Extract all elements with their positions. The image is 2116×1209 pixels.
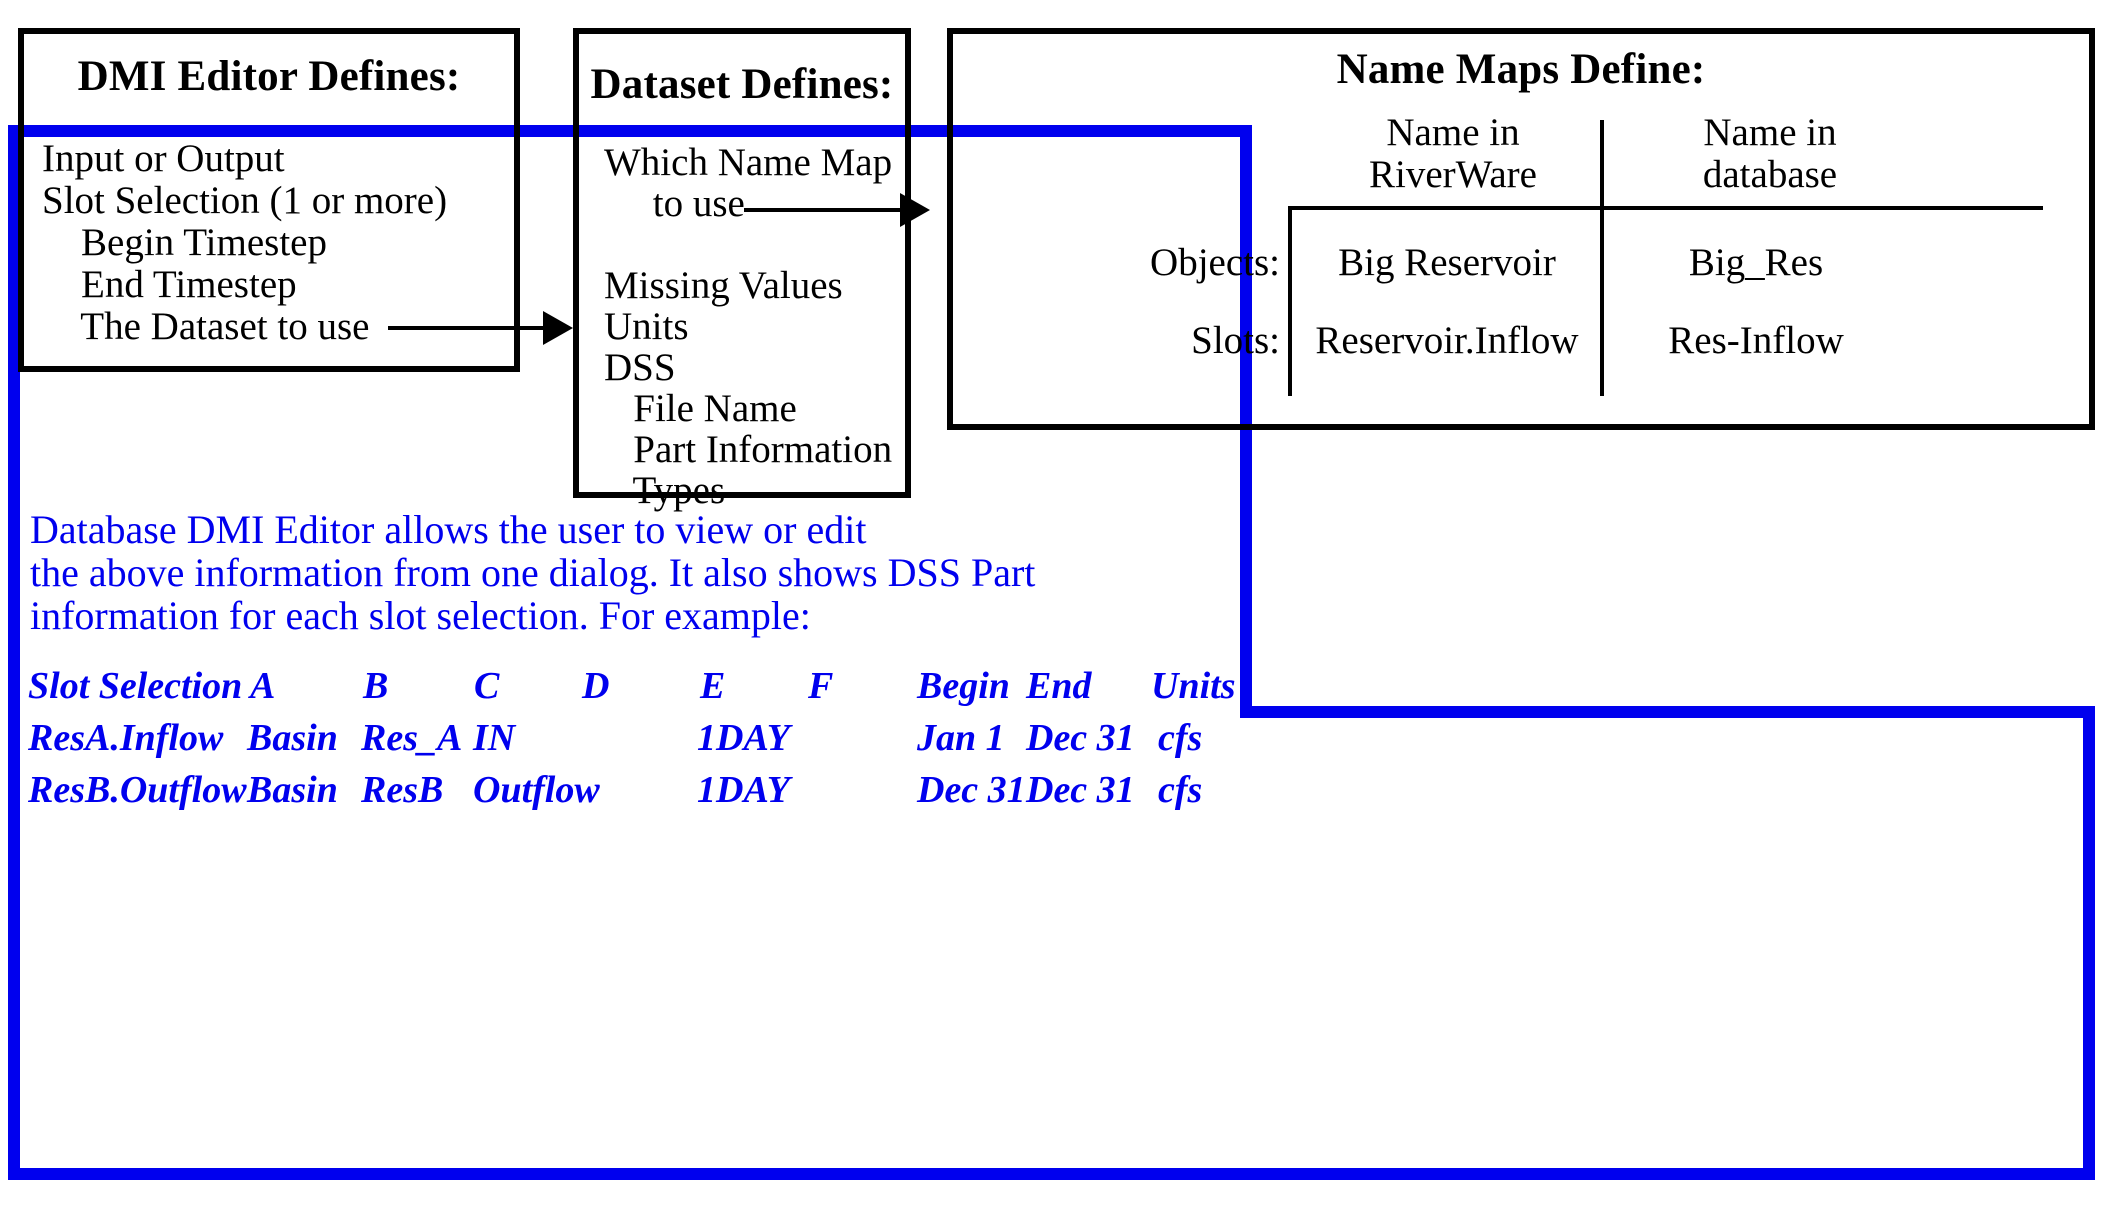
example-header-slot-selection: Slot Selection [28, 665, 243, 707]
example-row2-c: Outflow [473, 769, 600, 811]
example-header-c: C [474, 665, 500, 707]
namemap-arrow-head-icon [900, 193, 930, 227]
example-row2-e: 1DAY [697, 769, 790, 811]
name-maps-row1-label: Objects: [1150, 241, 1280, 284]
blue-outline-left [8, 125, 20, 1180]
dataset-title: Dataset Defines: [590, 61, 894, 108]
example-row1-end: Dec 31 [1026, 717, 1135, 759]
name-maps-row1-col1: Big Reservoir [1338, 241, 1556, 284]
dataset-arrow-line [388, 326, 546, 330]
blue-outline-top [8, 125, 1252, 137]
example-row2-begin: Dec 31 [917, 769, 1026, 811]
example-header-begin: Begin [917, 665, 1010, 707]
name-maps-vertical-rule-2 [1600, 120, 1604, 396]
example-header-a: A [250, 665, 276, 707]
namemap-arrow-line [744, 208, 902, 212]
blue-outline-mid-horizontal [1240, 706, 2095, 718]
dataset-content: Which Name Map to use Missing Values Uni… [604, 141, 893, 512]
dataset-arrow-head-icon [543, 311, 573, 345]
name-maps-title: Name Maps Define: [1336, 46, 1706, 93]
example-row1-begin: Jan 1 [917, 717, 1005, 759]
blue-note-line2: the above information from one dialog. I… [30, 550, 1036, 595]
col1-header-line2: RiverWare [1369, 153, 1537, 196]
example-header-f: F [808, 665, 834, 707]
example-row2-a: Basin [247, 769, 338, 811]
example-row2-b: ResB [361, 769, 444, 811]
dmi-editor-box [18, 28, 520, 372]
example-header-b: B [363, 665, 389, 707]
name-maps-row1-col2: Big_Res [1688, 241, 1824, 284]
example-row1-a: Basin [247, 717, 338, 759]
example-row2-end: Dec 31 [1026, 769, 1135, 811]
blue-outline-mid-vertical [1240, 125, 1252, 718]
blue-note-line3: information for each slot selection. For… [30, 593, 811, 638]
example-row1-units: cfs [1158, 717, 1203, 759]
example-row2-units: cfs [1158, 769, 1203, 811]
name-maps-row2-label: Slots: [1191, 319, 1280, 362]
dmi-editor-title: DMI Editor Defines: [77, 53, 461, 100]
blue-outline-bottom [8, 1168, 2095, 1180]
name-maps-horizontal-rule [1288, 206, 2043, 210]
example-row1-c: IN [473, 717, 516, 759]
name-maps-row2-col2: Res-Inflow [1668, 319, 1844, 362]
example-row2-slot: ResB.Outflow [28, 769, 247, 811]
blue-note-line1: Database DMI Editor allows the user to v… [30, 507, 867, 552]
example-header-e: E [700, 665, 726, 707]
name-maps-col1-header: Name in RiverWare [1294, 112, 1612, 196]
example-header-end: End [1026, 665, 1092, 707]
name-maps-vertical-rule-1 [1288, 206, 1292, 396]
col2-header-line2: database [1702, 153, 1838, 196]
example-row1-e: 1DAY [697, 717, 790, 759]
col2-header-line1: Name in [1703, 111, 1837, 154]
col1-header-line1: Name in [1386, 111, 1520, 154]
example-header-d: D [582, 665, 610, 707]
example-row1-slot: ResA.Inflow [28, 717, 224, 759]
name-maps-row2-col1: Reservoir.Inflow [1315, 319, 1579, 362]
dmi-editor-content: Input or Output Slot Selection (1 or mor… [42, 137, 448, 348]
dataset-box [573, 28, 911, 498]
name-maps-col2-header: Name in database [1620, 112, 1920, 196]
example-row1-b: Res_A [361, 717, 463, 759]
name-maps-box [947, 28, 2095, 430]
example-header-units: Units [1151, 665, 1236, 707]
blue-outline-right [2083, 706, 2095, 1180]
